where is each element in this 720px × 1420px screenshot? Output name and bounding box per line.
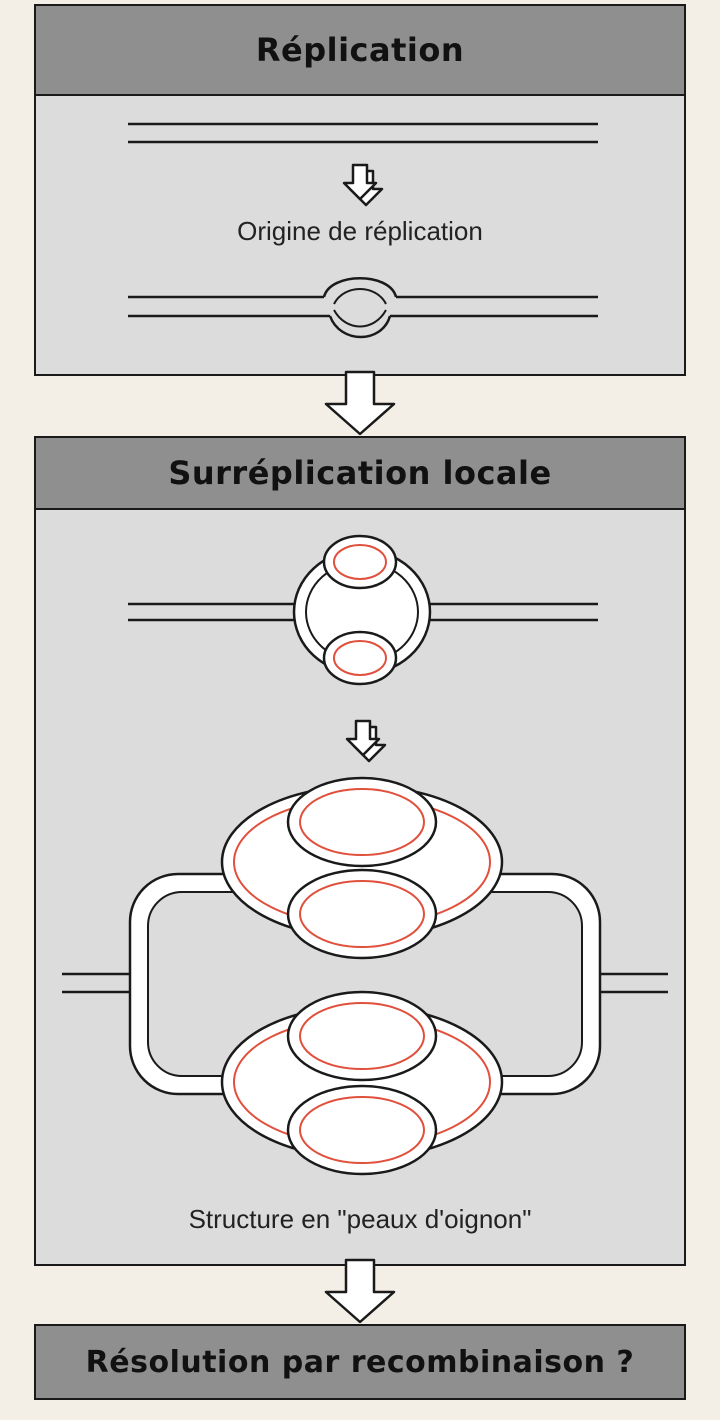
step-arrow-icon [342,163,384,207]
resolution-title: Résolution par recombinaison ? [85,1344,635,1380]
resolution-header: Résolution par recombinaison ? [34,1324,686,1400]
replication-origin-caption: Origine de réplication [237,216,483,246]
parental-dna-duplex [128,122,598,144]
onion-skin-structure [62,776,668,1176]
flow-arrow-icon [324,1258,396,1324]
onion-skin-caption: Structure en "peaux d'oignon" [188,1204,532,1234]
flow-arrow-icon [324,370,396,436]
replication-header: Réplication [34,4,686,96]
replication-bubble [128,277,598,339]
local-overreplication-header: Surréplication locale [34,436,686,510]
step-arrow-icon [345,719,387,763]
overreplicated-bubble [128,534,598,686]
local-overreplication-title: Surréplication locale [168,454,552,492]
replication-title: Réplication [255,31,465,69]
